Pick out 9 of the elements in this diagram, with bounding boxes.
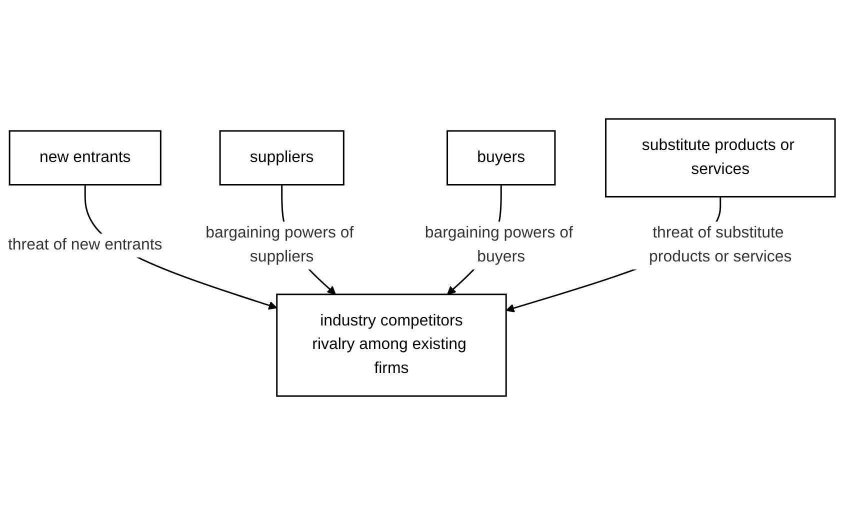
- node-box: industry competitors rivalry among existing firms: [276, 294, 507, 397]
- node-box: new entrants: [8, 130, 162, 186]
- node-box: suppliers: [219, 130, 344, 186]
- edge-label: bargaining powers of suppliers: [206, 224, 354, 266]
- edge-label: threat of substitute products or services: [649, 224, 792, 266]
- edge-label: bargaining powers of buyers: [424, 224, 573, 266]
- edge-label: threat of new entrants: [8, 236, 162, 254]
- node-box: buyers: [446, 130, 556, 186]
- node-box: substitute products or services: [605, 118, 836, 198]
